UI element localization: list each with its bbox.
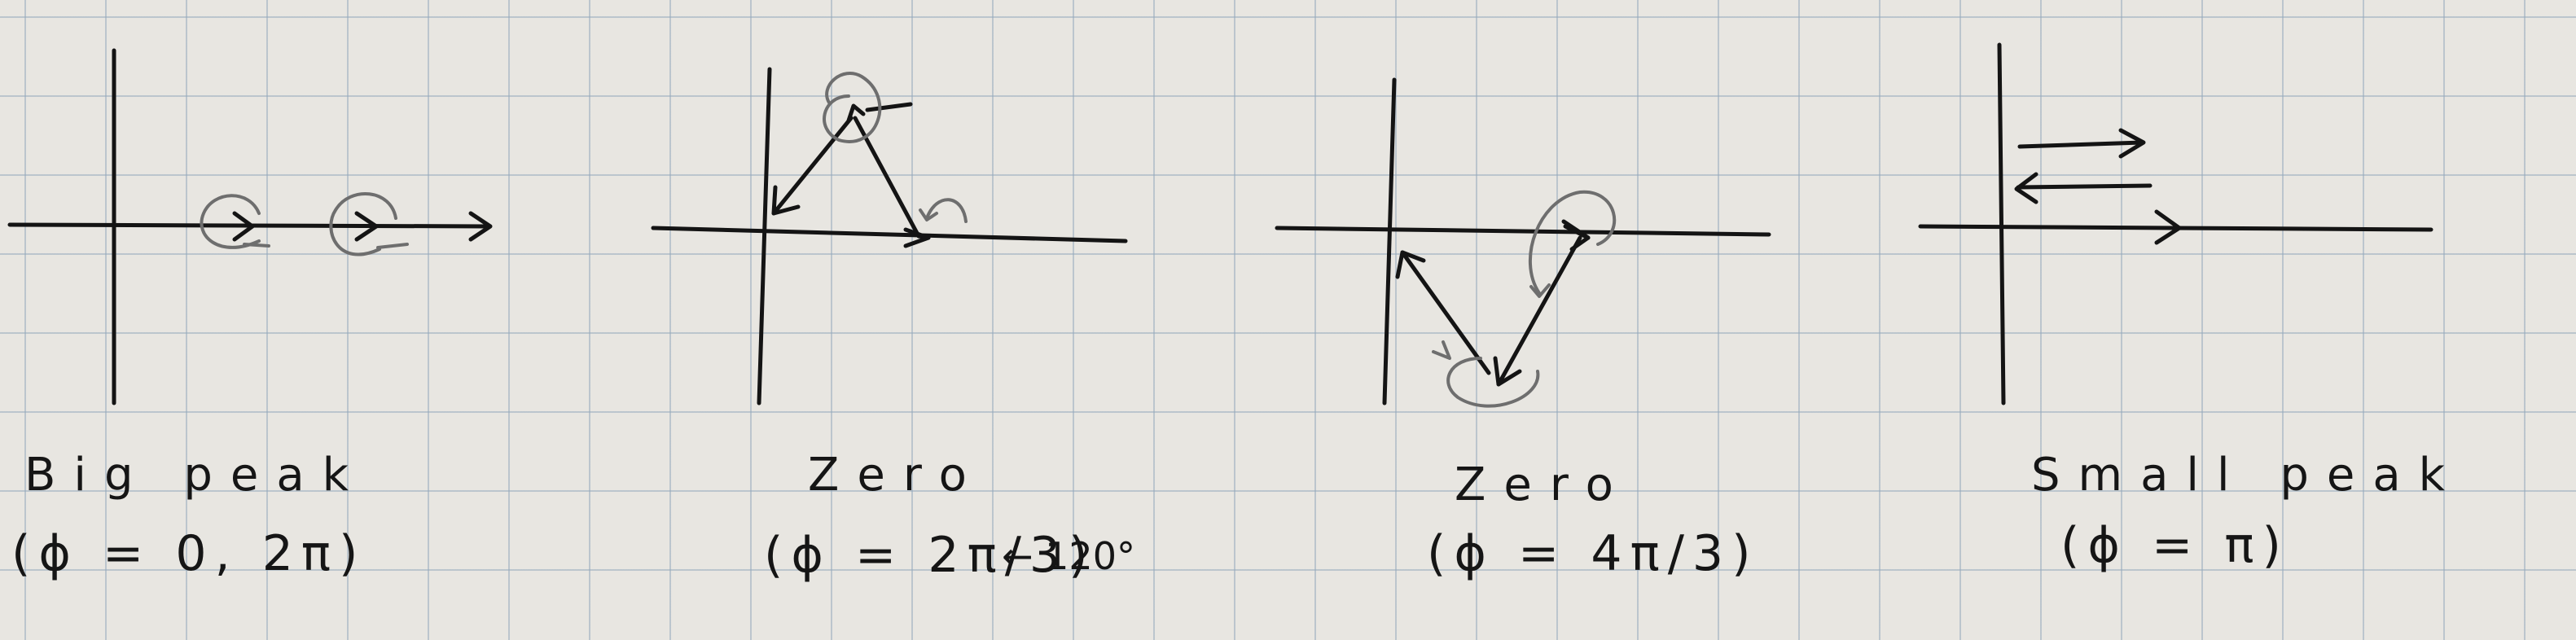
panel-zero-240-label: Zero bbox=[1455, 458, 1631, 511]
panel-big-peak-label: Big peak bbox=[24, 449, 367, 502]
panel-zero-240-rotation-marks bbox=[1432, 190, 1617, 408]
panel-zero-120-rotation-marks bbox=[823, 72, 968, 223]
panel-big-peak-phasors bbox=[232, 211, 493, 242]
panel-big-peak-condition: (ϕ = 0, 2π) bbox=[11, 525, 366, 582]
panel-big-peak-rotation-marks bbox=[200, 192, 409, 256]
panel-zero-120-axes bbox=[651, 67, 1128, 405]
panel-zero-120-phasors bbox=[771, 102, 931, 248]
panel-small-peak-phasors bbox=[2014, 128, 2182, 245]
panel-zero-240-axes bbox=[1275, 77, 1771, 405]
panel-zero-240-phasors bbox=[1395, 219, 1591, 387]
panel-zero-240-condition: (ϕ = 4π/3) bbox=[1427, 525, 1759, 582]
panel-zero-120-label: Zero bbox=[808, 449, 985, 502]
panel-small-peak-label: Small peak bbox=[2031, 449, 2464, 502]
panel-small-peak-condition: (ϕ = π) bbox=[2060, 517, 2289, 574]
panel-zero-120-condition: (ϕ = 2π/3) bbox=[764, 527, 1096, 584]
panel-zero-120-note: ← 120° bbox=[1002, 534, 1135, 578]
